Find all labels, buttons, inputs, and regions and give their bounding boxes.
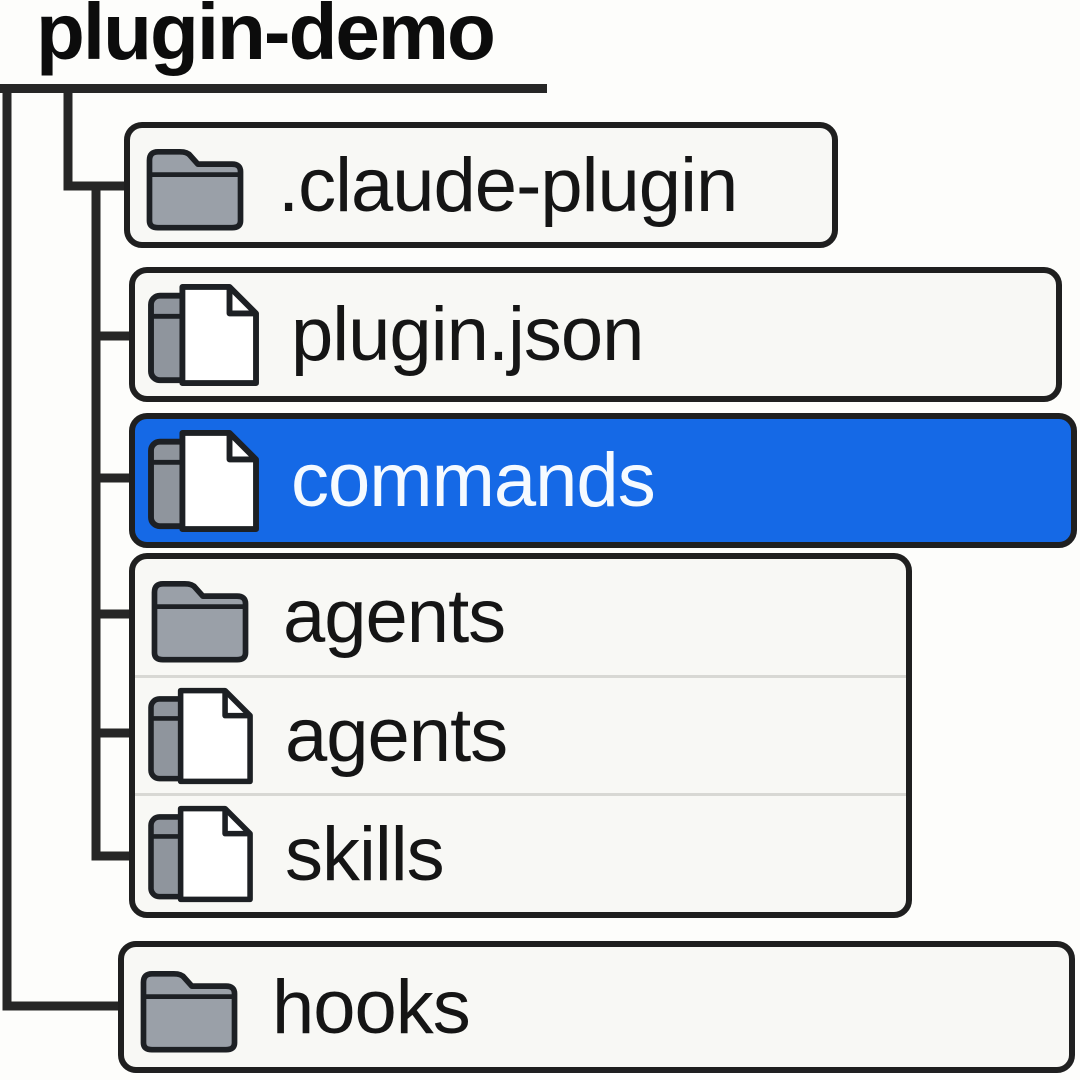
tree-item-plugin-json[interactable]: plugin.json xyxy=(129,267,1062,402)
tree-item-agents-file[interactable]: agents xyxy=(135,674,906,794)
tree-item-label: commands xyxy=(291,438,656,523)
tree-item-label: plugin.json xyxy=(291,292,644,377)
tree-item-label: skills xyxy=(285,811,445,897)
root-folder-title: plugin-demo xyxy=(36,0,496,76)
tree-item-commands-selected[interactable]: commands xyxy=(129,413,1077,548)
document-icon xyxy=(145,686,257,786)
tree-item-label: .claude-plugin xyxy=(278,142,738,228)
tree-item-agents-folder[interactable]: agents xyxy=(135,559,906,675)
document-icon xyxy=(145,282,263,388)
folder-icon xyxy=(140,139,250,231)
folder-icon xyxy=(134,961,244,1053)
folder-icon xyxy=(145,571,255,663)
tree-item-skills[interactable]: skills xyxy=(135,793,906,912)
connector-inner-jog xyxy=(63,84,134,191)
tree-item-label: agents xyxy=(285,693,508,778)
tree-item-label: hooks xyxy=(272,964,471,1050)
tree-item-hooks[interactable]: hooks xyxy=(118,941,1075,1073)
tree-item-group: agents agents sk xyxy=(129,553,912,918)
document-icon xyxy=(145,428,263,534)
title-underline xyxy=(0,84,547,93)
connector-outer-trunk xyxy=(2,84,123,1011)
tree-item-label: agents xyxy=(283,574,506,660)
tree-item-claude-plugin[interactable]: .claude-plugin xyxy=(124,122,838,248)
document-icon xyxy=(145,804,257,904)
